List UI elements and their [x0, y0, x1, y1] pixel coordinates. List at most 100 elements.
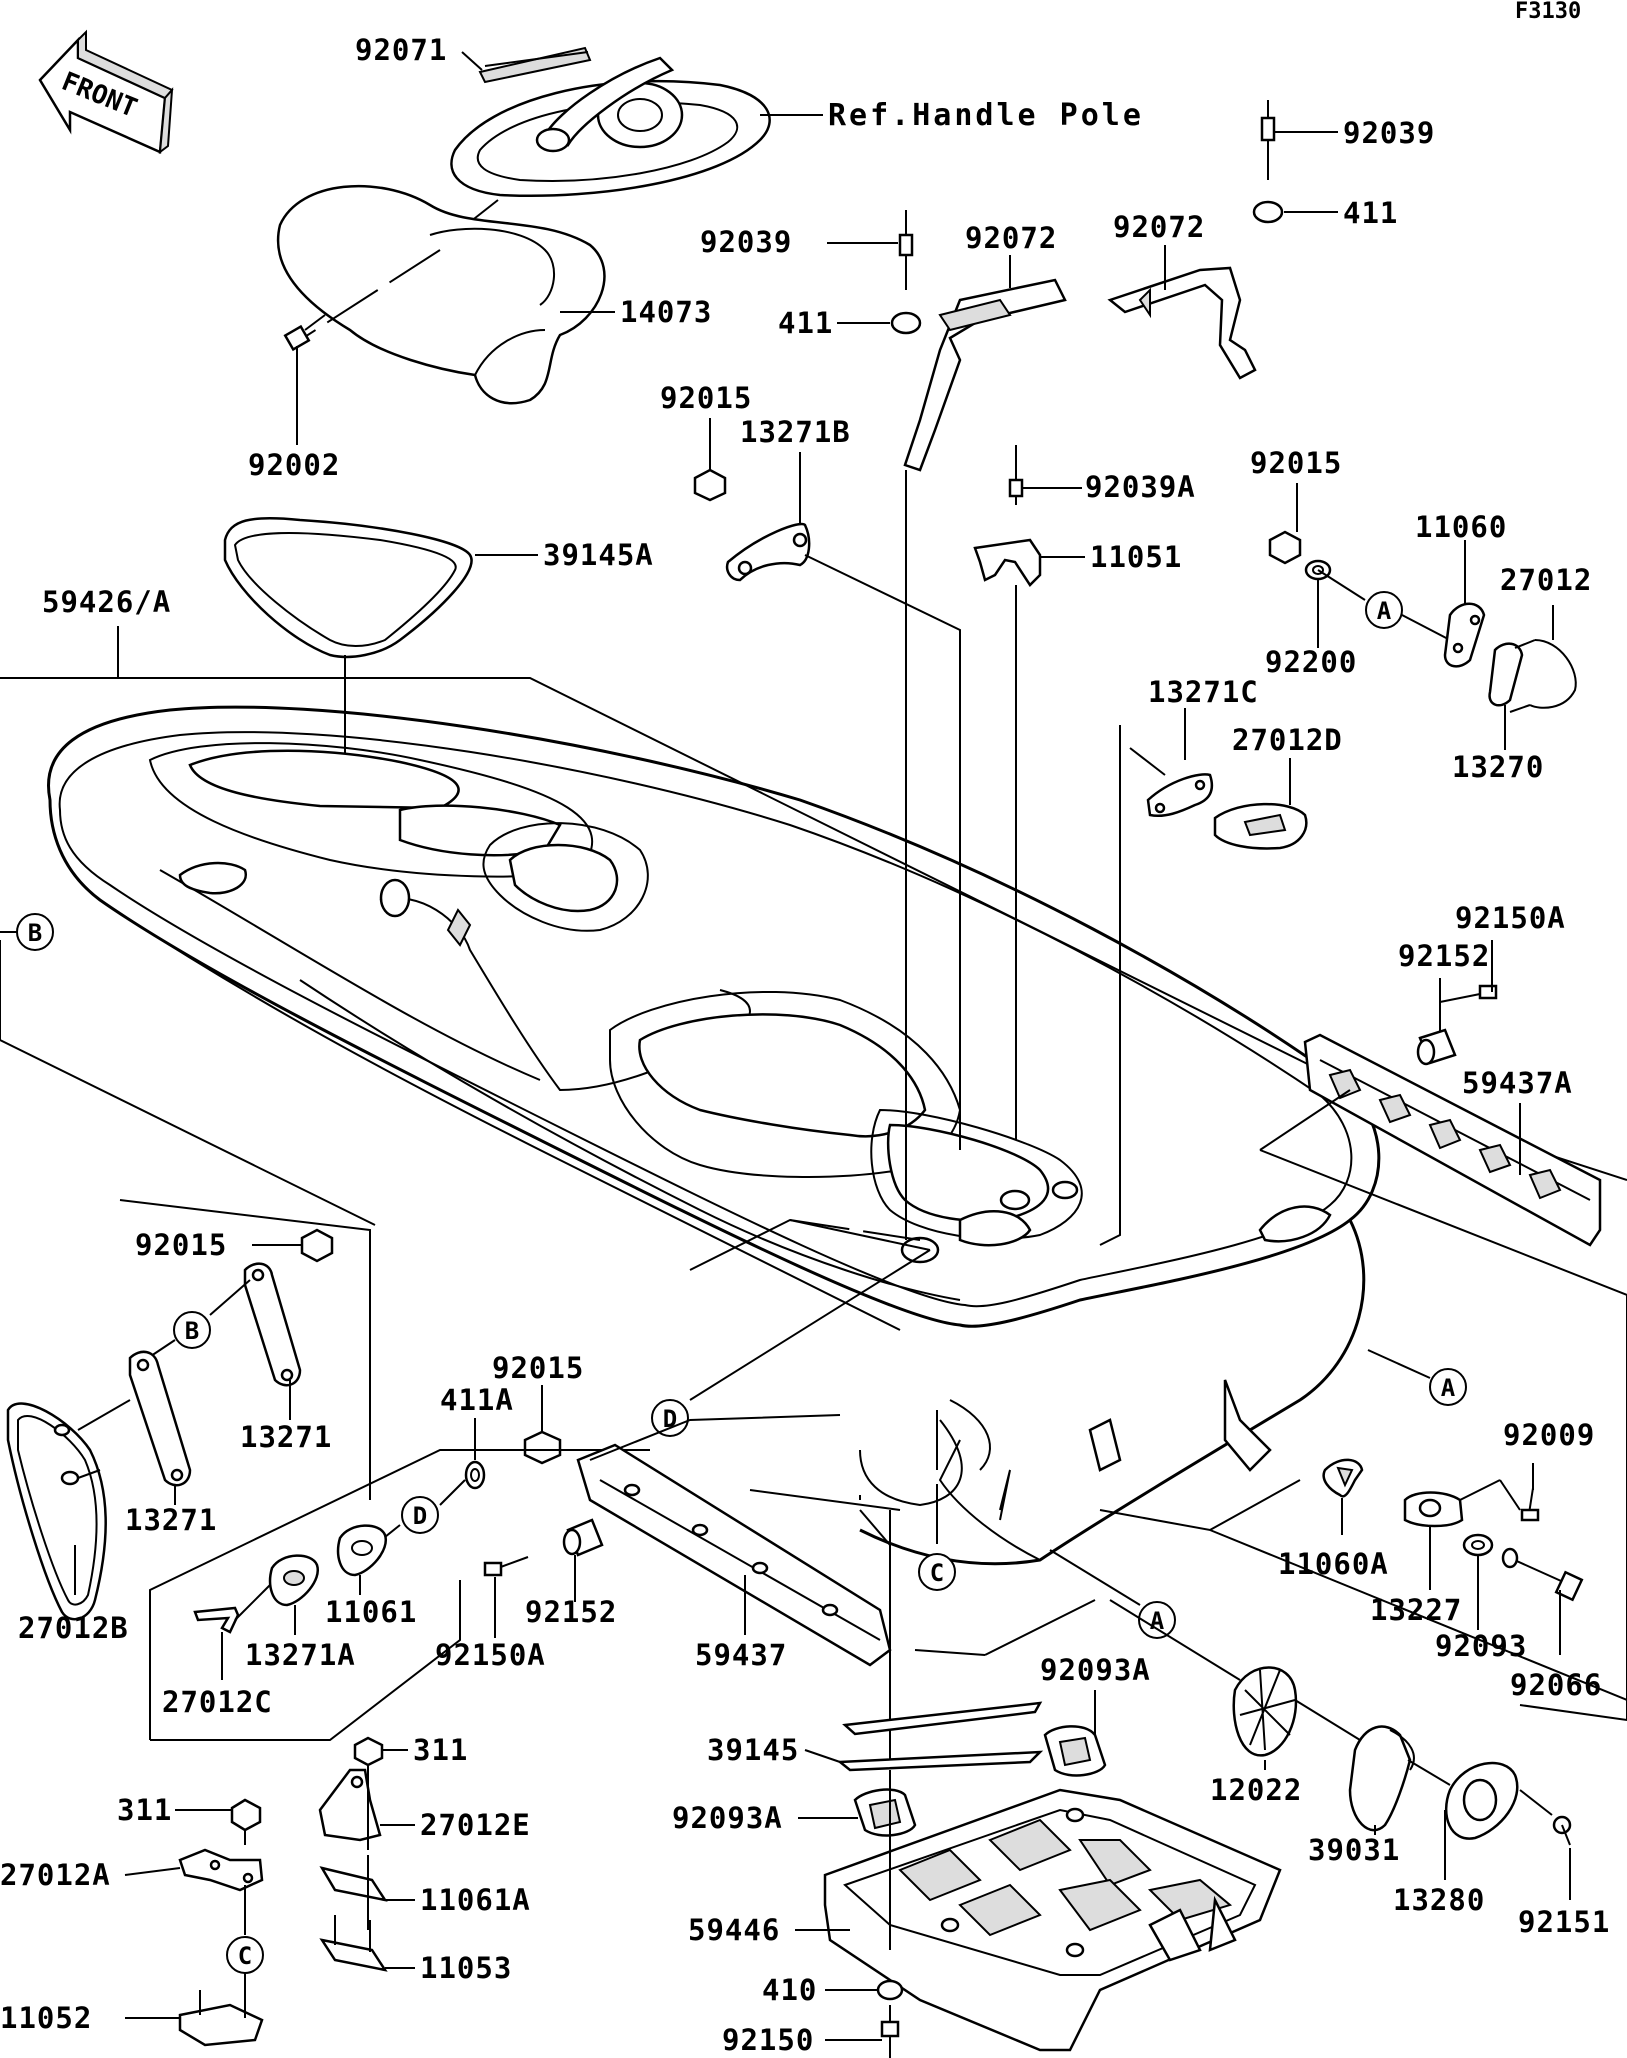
callout-d-mid: D — [374, 1479, 466, 1546]
label-14073: 14073 — [620, 295, 712, 329]
part-13271b-plate — [725, 522, 811, 582]
label-411-b: 411 — [1343, 196, 1398, 230]
callout-c-hull: C — [918, 1410, 956, 1591]
part-92093-washer — [1462, 1533, 1494, 1557]
part-27012b-cover — [6, 1399, 131, 1621]
label-92009: 92009 — [1503, 1418, 1595, 1452]
label-13227: 13227 — [1370, 1593, 1462, 1627]
part-11060a-plate — [1322, 1458, 1364, 1498]
part-92015-nut-a — [693, 468, 727, 502]
label-13271b: 13271B — [740, 415, 851, 449]
label-13271-a: 13271 — [240, 1420, 332, 1454]
part-92093a-pad-a — [1043, 1725, 1107, 1777]
part-13227-fitting — [1403, 1491, 1464, 1528]
label-92071: 92071 — [355, 33, 447, 67]
callout-b-mid: B — [144, 1279, 251, 1361]
label-311-b: 311 — [117, 1793, 172, 1827]
label-92093: 92093 — [1435, 1629, 1527, 1663]
part-27012c-clip — [193, 1606, 240, 1634]
part-27012e-bracket — [318, 1768, 382, 1842]
callout-a-right: A — [1367, 1349, 1467, 1406]
label-92151: 92151 — [1518, 1905, 1610, 1939]
label-92039-a: 92039 — [700, 225, 792, 259]
part-13280-ring — [1445, 1761, 1519, 1840]
label-92015-b: 92015 — [1250, 446, 1342, 480]
label-12022: 12022 — [1210, 1773, 1302, 1807]
part-13271-plate-a — [243, 1262, 302, 1387]
part-13271a-plate — [268, 1554, 320, 1607]
part-92150a-bolt-a — [1439, 984, 1498, 1003]
label-92093a-a: 92093A — [1040, 1653, 1151, 1687]
part-11061a-gasket — [319, 1866, 388, 1902]
part-14073-seat — [276, 184, 606, 405]
label-92152-b: 92152 — [525, 1595, 617, 1629]
callout-a-right-label: A — [1441, 1374, 1456, 1402]
label-27012a: 27012A — [0, 1858, 111, 1892]
callout-a-top-label: A — [1377, 597, 1392, 625]
label-311-a: 311 — [413, 1733, 468, 1767]
label-92015-d: 92015 — [492, 1351, 584, 1385]
label-92072-a: 92072 — [965, 221, 1057, 255]
part-13271c-plate — [1146, 773, 1214, 817]
label-27012e: 27012E — [420, 1808, 531, 1842]
part-39031-cone — [1348, 1725, 1415, 1832]
callout-a-bottom: A — [1049, 1549, 1176, 1639]
label-59437a: 59437A — [1462, 1066, 1573, 1100]
part-92150-bolt — [880, 2005, 900, 2058]
part-59437-rail — [576, 1443, 892, 1667]
part-11052-plate — [178, 1990, 264, 2047]
callout-b-mid-label: B — [185, 1317, 199, 1345]
part-411-washer-b — [1252, 200, 1284, 224]
label-92039a: 92039A — [1085, 470, 1196, 504]
callout-a-top: A — [1317, 569, 1451, 641]
callout-d-hull: D — [651, 1249, 931, 1437]
label-11053: 11053 — [420, 1951, 512, 1985]
callout-c-bottom: C — [226, 1885, 264, 2000]
part-11053-plate — [319, 1915, 388, 1972]
hull-body — [47, 705, 1381, 1566]
part-92152-collar-b — [562, 1518, 604, 1557]
part-92002-screw — [283, 314, 326, 352]
label-92150: 92150 — [722, 2023, 814, 2057]
label-411-a: 411 — [778, 306, 833, 340]
callout-c-bottom-label: C — [238, 1942, 252, 1970]
label-11051: 11051 — [1090, 540, 1182, 574]
part-410-washer — [876, 1979, 904, 2001]
label-39145: 39145 — [707, 1733, 799, 1767]
label-92093a-b: 92093A — [672, 1801, 783, 1835]
part-92093a-pad-b — [853, 1788, 917, 1837]
label-92072-b: 92072 — [1113, 210, 1205, 244]
label-92150a-b: 92150A — [435, 1638, 546, 1672]
label-59446: 59446 — [688, 1913, 780, 1947]
label-11061: 11061 — [325, 1595, 417, 1629]
part-11060-plate — [1443, 602, 1486, 668]
label-13271-b: 13271 — [125, 1503, 217, 1537]
label-59437: 59437 — [695, 1638, 787, 1672]
label-39145a: 39145A — [543, 538, 654, 572]
part-13271-plate-b — [128, 1350, 192, 1487]
part-92152-collar-a — [1416, 1028, 1457, 1066]
part-411a-washer — [464, 1460, 486, 1490]
front-arrow-icon: FRONT — [38, 29, 174, 155]
label-27012d: 27012D — [1232, 723, 1343, 757]
label-59426a: 59426/A — [42, 585, 171, 619]
label-27012b: 27012B — [18, 1611, 129, 1645]
label-27012c: 27012C — [162, 1685, 273, 1719]
label-39031: 39031 — [1308, 1833, 1400, 1867]
label-92002: 92002 — [248, 448, 340, 482]
part-27012-ubolt — [1509, 639, 1577, 713]
part-92015-nut-c — [300, 1228, 334, 1263]
part-311-nut-a — [353, 1736, 384, 1767]
handle-pole-plate — [450, 56, 771, 197]
part-92072-bracket-a — [903, 278, 1067, 472]
part-92015-nut-d — [523, 1430, 562, 1465]
part-39145a-gasket — [223, 516, 473, 659]
part-59446-plate — [823, 1788, 1282, 2052]
callout-d-mid-label: D — [413, 1502, 427, 1530]
label-92039-b: 92039 — [1343, 116, 1435, 150]
part-92150a-bolt-b — [483, 1556, 529, 1577]
part-92039a-stud — [1008, 445, 1024, 505]
label-13271c: 13271C — [1148, 675, 1259, 709]
label-92015-c: 92015 — [135, 1228, 227, 1262]
label-411a: 411A — [440, 1383, 514, 1417]
